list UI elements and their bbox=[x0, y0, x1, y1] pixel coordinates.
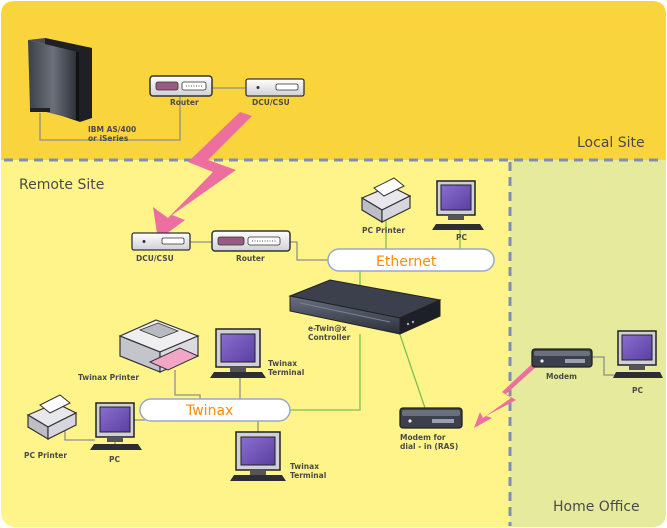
dcu-csu-local-label: DCU/CSU bbox=[252, 98, 290, 107]
modem-icon bbox=[531, 348, 593, 368]
router-icon bbox=[211, 230, 291, 252]
server-icon bbox=[28, 38, 92, 122]
printer-icon bbox=[26, 394, 78, 441]
monitor-icon bbox=[210, 328, 266, 378]
router-remote-label: Router bbox=[236, 254, 265, 263]
twinax-bus: Twinax bbox=[139, 398, 291, 422]
ethernet-label: Ethernet bbox=[376, 254, 437, 270]
line-controller-modem bbox=[394, 319, 426, 409]
twinax-terminal-top-label-1: Twinax bbox=[268, 359, 297, 368]
lightning-icon bbox=[474, 363, 536, 428]
ibm-label-2: or iSeries bbox=[88, 134, 129, 143]
monitor-icon bbox=[90, 402, 142, 450]
ibm-label-1: IBM AS/400 bbox=[88, 125, 136, 134]
twinax-terminal-top-label-2: Terminal bbox=[268, 368, 304, 377]
ethernet-bus: Ethernet bbox=[327, 248, 495, 272]
line-modem-pc-home bbox=[592, 356, 620, 376]
home-office-label: Home Office bbox=[553, 499, 640, 515]
twinax-label: Twinax bbox=[185, 403, 233, 419]
twinax-terminal-bottom-label-2: Terminal bbox=[290, 471, 326, 480]
dcu-csu-remote-label: DCU/CSU bbox=[136, 254, 174, 263]
lightning-icon bbox=[153, 112, 252, 240]
printer-icon bbox=[360, 177, 412, 224]
monitor-icon bbox=[230, 431, 286, 481]
dcu-csu-icon bbox=[131, 232, 191, 251]
twinax-terminal-bottom-label-1: Twinax bbox=[290, 462, 319, 471]
line-controller-twinax bbox=[288, 334, 361, 411]
line-server-router bbox=[39, 97, 181, 141]
local-site-region bbox=[1, 1, 666, 160]
remote-site-label: Remote Site bbox=[19, 177, 104, 193]
twinax-printer-label: Twinax Printer bbox=[78, 373, 139, 382]
monitor-icon bbox=[432, 180, 484, 230]
monitor-icon bbox=[613, 330, 663, 378]
modem-ras-label-1: Modem for bbox=[400, 433, 446, 442]
line-twinax-printer bbox=[174, 370, 201, 401]
home-office-region bbox=[510, 160, 666, 527]
modem-icon bbox=[399, 407, 463, 429]
laser-printer-icon bbox=[118, 319, 200, 373]
pc-printer-top-label: PC Printer bbox=[362, 226, 405, 235]
pc-bottom-label: PC bbox=[109, 455, 120, 464]
controller-label-2: Controller bbox=[308, 333, 351, 342]
controller-icon bbox=[288, 279, 442, 335]
line-router-ethernet bbox=[290, 241, 330, 261]
modem-ras-label-2: dial - in (RAS) bbox=[400, 442, 458, 451]
controller-label-1: e-Twin@x bbox=[308, 324, 347, 333]
pc-printer-bottom-label: PC Printer bbox=[24, 451, 67, 460]
pc-home-label: PC bbox=[632, 386, 643, 395]
router-icon bbox=[149, 75, 213, 97]
router-local-label: Router bbox=[170, 98, 199, 107]
pc-top-label: PC bbox=[456, 233, 467, 242]
local-site-label: Local Site bbox=[577, 135, 645, 151]
dcu-csu-icon bbox=[245, 78, 305, 97]
modem-home-label: Modem bbox=[546, 372, 577, 381]
